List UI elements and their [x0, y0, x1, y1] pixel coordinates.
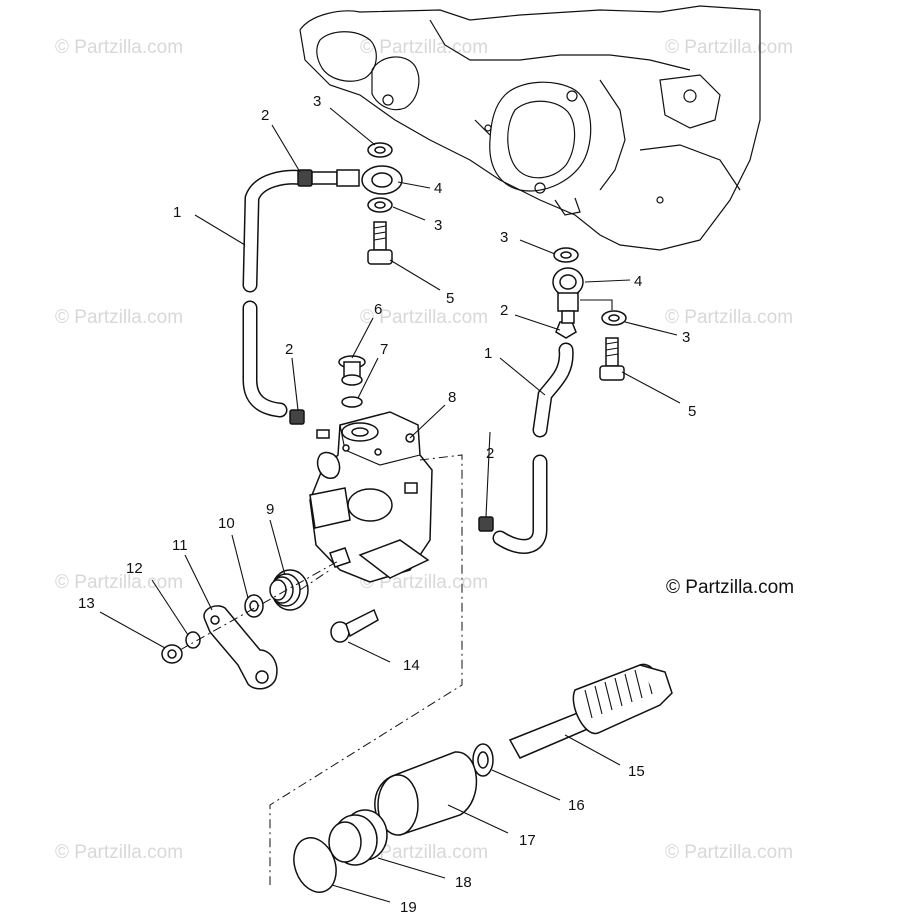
- callout-12: 12: [126, 560, 143, 577]
- oil-pump-body: [309, 411, 433, 583]
- callout-5: 5: [688, 403, 696, 420]
- pump-lever-assembly: [161, 569, 379, 690]
- watermark: © Partzilla.com: [55, 307, 183, 328]
- watermark: © Partzilla.com: [665, 842, 793, 863]
- callout-19: 19: [400, 899, 417, 916]
- drive-gear-assembly: [293, 663, 673, 893]
- callout-2: 2: [261, 107, 269, 124]
- callout-3: 3: [500, 229, 508, 246]
- callout-3: 3: [682, 329, 690, 346]
- callout-2: 2: [486, 445, 494, 462]
- banjo-fitting-right: [552, 247, 627, 381]
- callout-13: 13: [78, 595, 95, 612]
- callout-4: 4: [634, 273, 642, 290]
- watermark: © Partzilla.com: [665, 37, 793, 58]
- sleeve-bushing: [328, 809, 388, 866]
- callout-2: 2: [500, 302, 508, 319]
- lever-washer: [185, 631, 201, 649]
- oil-hose-right: [492, 342, 574, 554]
- drive-gear-shaft: [508, 663, 673, 759]
- callout-18: 18: [455, 874, 472, 891]
- callout-2: 2: [285, 341, 293, 358]
- assembly-guide-lines: [179, 454, 463, 885]
- callout-8: 8: [448, 389, 456, 406]
- leader-lines: [99, 107, 681, 903]
- callout-1: 1: [484, 345, 492, 362]
- pump-cap-and-washer: [338, 355, 366, 408]
- copyright-notice: © Partzilla.com: [666, 577, 794, 598]
- callout-15: 15: [628, 763, 645, 780]
- callout-9: 9: [266, 501, 274, 518]
- callout-1: 1: [173, 204, 181, 221]
- callout-17: 17: [519, 832, 536, 849]
- banjo-fitting-left: [311, 142, 403, 265]
- engine-crankcase: [299, 5, 761, 251]
- callout-14: 14: [403, 657, 420, 674]
- callout-11: 11: [172, 537, 188, 554]
- watermark: © Partzilla.com: [360, 307, 488, 328]
- gear-sleeve: [374, 751, 478, 836]
- mounting-bolt: [330, 608, 379, 643]
- spring: [269, 569, 309, 611]
- retaining-clip: [293, 837, 337, 893]
- watermark: © Partzilla.com: [665, 307, 793, 328]
- watermark: © Partzilla.com: [55, 37, 183, 58]
- callout-6: 6: [374, 301, 382, 318]
- callout-3: 3: [434, 217, 442, 234]
- watermark: © Partzilla.com: [360, 842, 488, 863]
- watermarks: © Partzilla.com © Partzilla.com © Partzi…: [55, 37, 793, 863]
- pump-lever: [203, 605, 278, 690]
- hose-clamps: [289, 169, 577, 532]
- callout-16: 16: [568, 797, 585, 814]
- callout-numbers: 1 2 3 4 3 5 3 4 2 3 5 1 6 7 2 8 2 9 10 1…: [78, 93, 696, 916]
- watermark: © Partzilla.com: [360, 37, 488, 58]
- callout-7: 7: [380, 341, 388, 358]
- watermark: © Partzilla.com: [55, 572, 183, 593]
- oil-hose-left: [242, 169, 313, 418]
- callout-10: 10: [218, 515, 235, 532]
- callout-5: 5: [446, 290, 454, 307]
- callout-4: 4: [434, 180, 442, 197]
- callout-3: 3: [313, 93, 321, 110]
- watermark: © Partzilla.com: [55, 842, 183, 863]
